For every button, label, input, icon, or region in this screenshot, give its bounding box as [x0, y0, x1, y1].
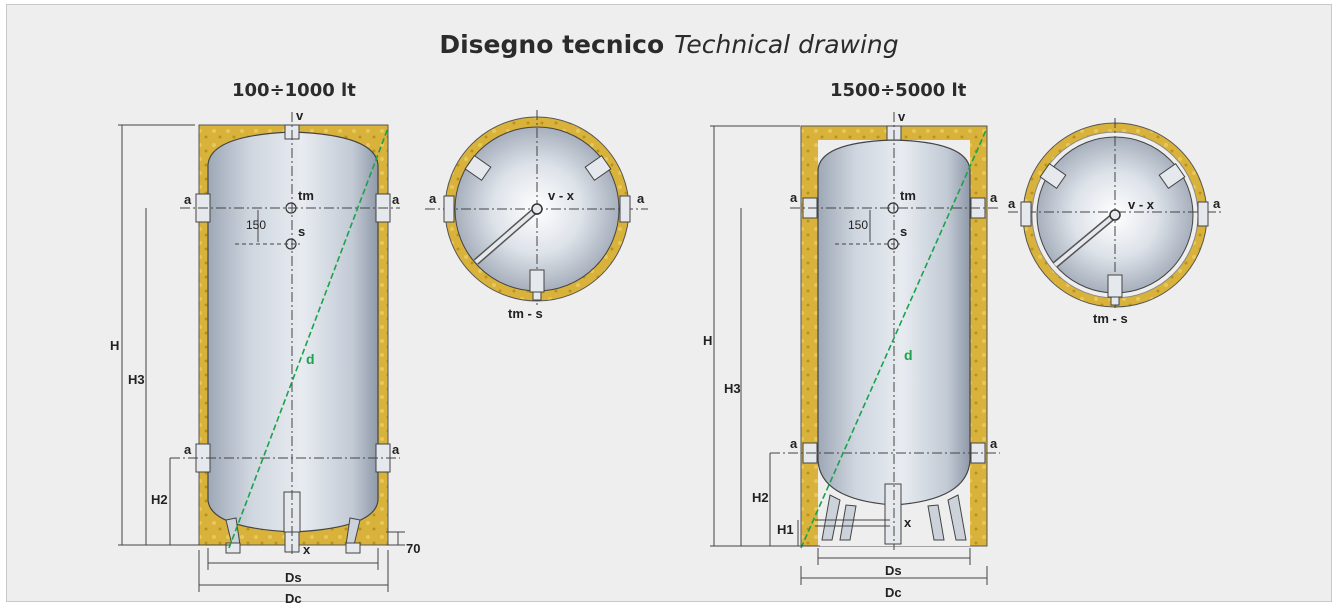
title-italian: Disegno tecnico: [439, 30, 665, 59]
label-a: a: [184, 442, 192, 457]
top-sensor-well: [1110, 296, 1120, 306]
label-tm: tm: [298, 188, 314, 203]
large-model-range: 1500÷5000 lt: [830, 80, 967, 101]
small-model-range: 100÷1000 lt: [232, 80, 356, 101]
top-center-nozzle: [1109, 209, 1121, 221]
top-connection-a: [443, 195, 455, 223]
label-v: v: [296, 108, 304, 123]
small-top-view: v - x tm - s a a: [425, 110, 648, 321]
top-sensor-well: [1107, 274, 1123, 298]
top-port: [464, 155, 492, 181]
tank-leg: [947, 494, 967, 541]
label-d: d: [306, 351, 315, 367]
label-tm-s: tm - s: [1093, 311, 1128, 326]
label-a: a: [990, 190, 998, 205]
top-sensor-well: [532, 291, 542, 301]
label-v-x: v - x: [1128, 197, 1155, 212]
diagonal-d: [800, 127, 988, 549]
label-s: s: [298, 224, 305, 239]
top-pipe: [1053, 213, 1117, 267]
label-h: H: [110, 338, 119, 353]
page-title: Disegno tecnico Technical drawing: [0, 30, 1338, 59]
label-h2: H2: [151, 492, 168, 507]
foot: [345, 542, 361, 554]
label-h3: H3: [128, 372, 145, 387]
label-h1: H1: [777, 522, 794, 537]
tank-leg: [927, 504, 945, 541]
tank-body: [207, 131, 379, 533]
top-center-nozzle: [531, 203, 543, 215]
top-pipe: [474, 207, 539, 264]
top-connection-a: [1197, 201, 1209, 227]
label-a: a: [790, 190, 798, 205]
label-s: s: [900, 224, 907, 239]
label-tm: tm: [900, 188, 916, 203]
label-ds: Ds: [885, 563, 902, 578]
tank-body: [817, 139, 971, 506]
label-a: a: [392, 442, 400, 457]
label-a: a: [184, 192, 192, 207]
label-a: a: [790, 436, 798, 451]
label-dc: Dc: [885, 585, 902, 600]
label-dc: Dc: [285, 591, 302, 606]
label-a: a: [392, 192, 400, 207]
label-a: a: [1008, 196, 1016, 211]
title-english: Technical drawing: [674, 30, 899, 59]
large-side-view: v tm s a a a a d x H H3 H2 H1 150 Ds Dc: [703, 109, 1000, 600]
top-connection-a: [619, 195, 631, 223]
large-top-view: v - x tm - s a a: [1008, 118, 1222, 326]
label-v: v: [898, 109, 906, 124]
label-x: x: [303, 542, 311, 557]
top-connection-a: [1020, 201, 1032, 227]
label-150: 150: [848, 218, 868, 232]
label-a: a: [1213, 196, 1221, 211]
top-sensor-well: [529, 269, 545, 293]
label-150: 150: [246, 218, 266, 232]
top-port: [1039, 163, 1067, 189]
label-70: 70: [406, 541, 420, 556]
label-a: a: [637, 191, 645, 206]
label-a: a: [990, 436, 998, 451]
label-h2: H2: [752, 490, 769, 505]
diagonal-d: [228, 127, 389, 549]
pipe-x: [884, 483, 902, 545]
label-d: d: [904, 347, 913, 363]
label-v-x: v - x: [548, 188, 575, 203]
label-x: x: [904, 515, 912, 530]
top-port: [1158, 163, 1186, 189]
foot: [225, 542, 241, 554]
small-side-view: v tm s a a a a d x H H3 H2 150 70 Ds Dc: [110, 108, 420, 606]
label-h3: H3: [724, 381, 741, 396]
label-h: H: [703, 333, 712, 348]
label-a: a: [429, 191, 437, 206]
tank-leg: [839, 504, 857, 541]
label-tm-s: tm - s: [508, 306, 543, 321]
label-ds: Ds: [285, 570, 302, 585]
top-port: [584, 155, 612, 181]
tank-leg: [821, 494, 841, 541]
